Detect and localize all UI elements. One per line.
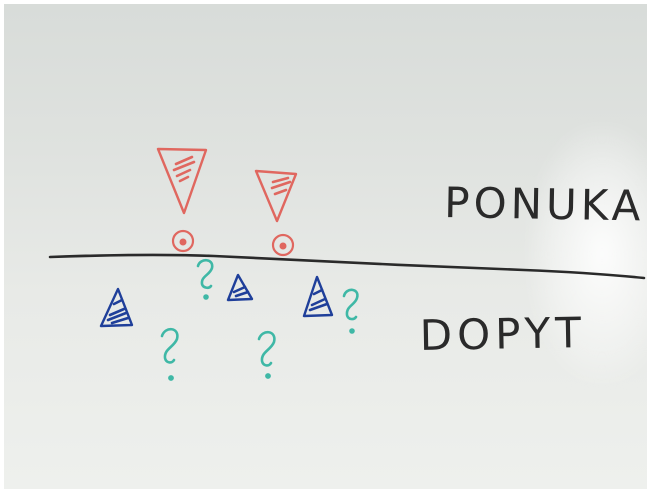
supply-label: PONUKA [444, 178, 645, 230]
whiteboard-photo: PONUKA DOPYT [4, 4, 647, 489]
red-triangle-down-icon [254, 169, 298, 223]
divider-line [48, 253, 646, 280]
question-mark-icon [160, 327, 179, 381]
blue-triangle-up-icon [302, 275, 334, 318]
circle-icon [171, 229, 195, 253]
light-glare [527, 124, 647, 384]
demand-label: DOPYT [419, 308, 586, 360]
whiteboard-drawing: PONUKA DOPYT [48, 147, 646, 381]
blue-triangle-up-icon [99, 287, 134, 328]
question-mark-icon [257, 330, 276, 379]
question-mark-icon [196, 258, 214, 300]
blue-triangle-up-icon [226, 273, 254, 302]
circle-icon [271, 233, 295, 257]
red-triangle-down-icon [156, 147, 208, 215]
question-mark-icon [342, 288, 359, 334]
